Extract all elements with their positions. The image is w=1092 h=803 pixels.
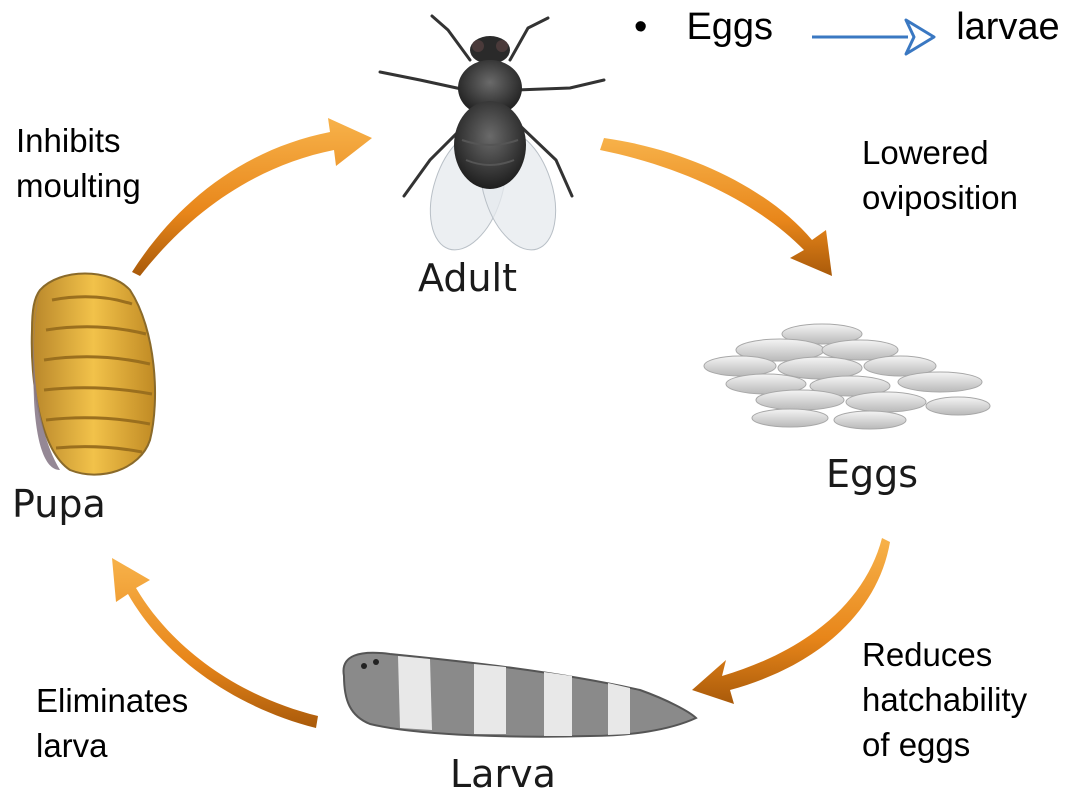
stage-eggs-label: Eggs xyxy=(826,452,918,496)
effect-line: Inhibits xyxy=(16,118,141,163)
arrow-pupa-to-adult xyxy=(132,118,372,276)
pupa-illustration xyxy=(32,274,155,475)
effect-larva-to-pupa: Eliminates larva xyxy=(36,678,188,768)
header-line: • Eggs larvae xyxy=(634,6,1060,49)
header-from-label: Eggs xyxy=(686,6,773,48)
effect-line: moulting xyxy=(16,163,141,208)
effect-line: of eggs xyxy=(862,722,1027,767)
eggs-illustration xyxy=(704,324,990,429)
effect-line: Eliminates xyxy=(36,678,188,723)
effect-pupa-to-adult: Inhibits moulting xyxy=(16,118,141,208)
effect-line: Lowered xyxy=(862,130,1018,175)
stage-larva-label: Larva xyxy=(450,752,556,796)
arrow-adult-to-eggs xyxy=(600,138,832,276)
stage-adult-label: Adult xyxy=(418,256,517,300)
arrow-eggs-to-larva xyxy=(692,538,890,704)
fly-illustration xyxy=(380,16,604,259)
effect-line: hatchability xyxy=(862,677,1027,722)
effect-adult-to-eggs: Lowered oviposition xyxy=(862,130,1018,220)
effect-line: Reduces xyxy=(862,632,1027,677)
effect-line: oviposition xyxy=(862,175,1018,220)
larva-illustration xyxy=(343,653,696,737)
effect-line: larva xyxy=(36,723,188,768)
effect-eggs-to-larva: Reduces hatchability of eggs xyxy=(862,632,1027,767)
header-bullet: • xyxy=(634,6,647,48)
header-to-label: larvae xyxy=(956,6,1060,48)
stage-pupa-label: Pupa xyxy=(12,482,106,526)
